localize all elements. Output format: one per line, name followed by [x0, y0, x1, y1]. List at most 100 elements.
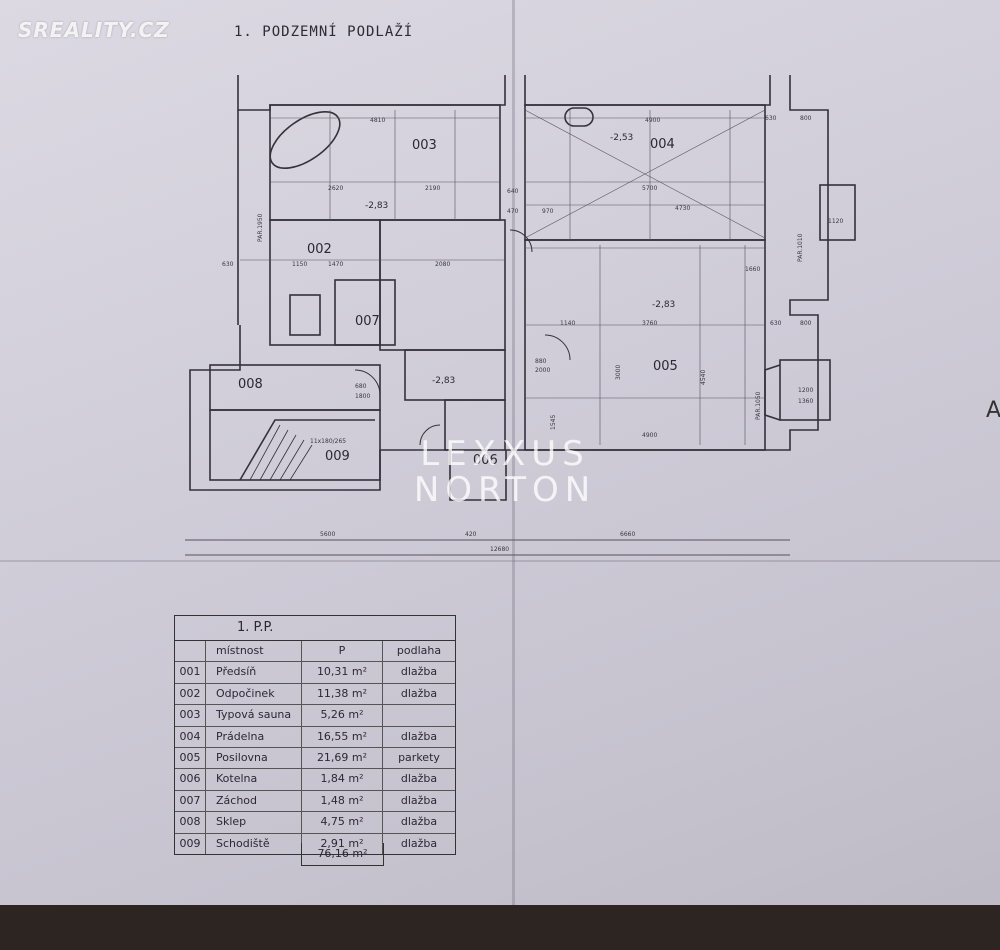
- table-row: 004 Prádelna 16,55 m² dlažba: [175, 726, 455, 748]
- level-label: -2,83: [365, 201, 388, 211]
- room-name: Předsíň: [206, 662, 302, 683]
- room-floor: dlažba: [400, 793, 438, 807]
- dim-label: 1140: [560, 320, 575, 327]
- room-floor: dlažba: [400, 815, 438, 829]
- dim-label: 800: [800, 320, 812, 327]
- room-name: Prádelna: [206, 726, 302, 747]
- table-row: 006 Kotelna 1,84 m² dlažba: [175, 769, 455, 791]
- room-area: 1,84 m²: [302, 769, 383, 790]
- dim-label: 1360: [798, 398, 813, 405]
- table-row: 008 Sklep 4,75 m² dlažba: [175, 812, 455, 834]
- room-floor: parkety: [398, 750, 440, 764]
- dim-label: 1800: [355, 393, 370, 400]
- room-name: Kotelna: [206, 769, 302, 790]
- dim-label: 630: [222, 261, 234, 268]
- dim-label: 2000: [535, 367, 550, 374]
- sheet-title: 1. PODZEMNÍ PODLAŽÍ: [234, 24, 414, 40]
- header-area: P: [302, 641, 383, 662]
- dim-label: PAR.1950: [257, 213, 264, 242]
- room-name: Posilovna: [206, 747, 302, 769]
- room-table: 1. P.P. místnost P podlaha 001 Předsíň 1…: [174, 615, 456, 855]
- header-floor: podlaha: [396, 644, 442, 657]
- room-floor: dlažba: [400, 686, 438, 700]
- table-row: 001 Předsíň 10,31 m² dlažba: [175, 662, 455, 684]
- dim-label: 1150: [292, 261, 307, 268]
- dim-label: 1200: [798, 387, 813, 394]
- room-floor: dlažba: [400, 836, 438, 850]
- level-label: -2,83: [432, 376, 455, 386]
- row-number: 003: [175, 705, 206, 726]
- room-floor: dlažba: [400, 665, 438, 679]
- room-area: 16,55 m²: [302, 726, 383, 747]
- room-004-label: 004: [650, 137, 675, 152]
- table-title: 1. P.P.: [175, 616, 455, 641]
- row-number: 006: [175, 769, 206, 790]
- table-row: 009 Schodiště 2,91 m² dlažba: [175, 833, 455, 854]
- header-no: [175, 641, 206, 662]
- room-005-label: 005: [653, 359, 678, 374]
- table-row: 005 Posilovna 21,69 m² parkety: [175, 747, 455, 770]
- room-name: Schodiště: [206, 833, 302, 854]
- dim-label: 800: [800, 115, 812, 122]
- room-area: 21,69 m²: [302, 747, 383, 769]
- dim-label: 680: [355, 383, 367, 390]
- dim-label: 2190: [425, 185, 440, 192]
- room-floor: dlažba: [400, 729, 438, 743]
- room-003-label: 003: [412, 138, 437, 153]
- row-number: 008: [175, 812, 206, 833]
- dim-label: 6660: [620, 531, 635, 538]
- brand-watermark-line2: NORTON: [413, 470, 597, 510]
- room-009-label: 009: [325, 449, 350, 464]
- dim-label: PAR.1050: [755, 391, 762, 420]
- room-name: Sklep: [206, 812, 302, 833]
- sreality-watermark: SREALITY.CZ: [18, 18, 170, 42]
- room-floor: dlažba: [400, 772, 438, 786]
- level-label: -2,83: [652, 300, 675, 310]
- dim-label: 630: [765, 115, 777, 122]
- dim-label: 470: [507, 208, 519, 215]
- floor-plan: 002 003 004 005 006 007 008 009 -2,83 -2…: [185, 75, 856, 556]
- dim-label: 4540: [700, 370, 707, 385]
- brand-watermark-line1: LEXXUS: [420, 434, 590, 474]
- dim-label: 3760: [642, 320, 657, 327]
- room-006-label: 006: [473, 453, 498, 468]
- table-row: 003 Typová sauna 5,26 m²: [175, 705, 455, 727]
- level-label: -2,53: [610, 133, 633, 143]
- edge-letter: A: [986, 398, 1000, 423]
- room-name: Typová sauna: [206, 705, 302, 726]
- room-name: Odpočinek: [206, 683, 302, 705]
- dim-label: 1545: [550, 415, 557, 430]
- dim-label: 4810: [370, 117, 385, 124]
- room-008-label: 008: [238, 377, 263, 392]
- row-number: 007: [175, 790, 206, 812]
- room-floor: [383, 705, 455, 725]
- room-area: 10,31 m²: [302, 662, 383, 683]
- table-total: 76,16 m²: [301, 843, 384, 866]
- table-row: 007 Záchod 1,48 m² dlažba: [175, 790, 455, 813]
- dim-label: 5700: [642, 185, 657, 192]
- table-surface: [0, 905, 1000, 950]
- room-name: Záchod: [206, 790, 302, 812]
- dim-label: 1470: [328, 261, 343, 268]
- room-area: 5,26 m²: [302, 705, 383, 726]
- row-number: 005: [175, 747, 206, 769]
- dim-label: 630: [770, 320, 782, 327]
- room-area: 1,48 m²: [302, 790, 383, 812]
- table-header-row: místnost P podlaha: [175, 641, 455, 663]
- dim-label: 3000: [615, 365, 622, 380]
- dim-label: 2620: [328, 185, 343, 192]
- brand-watermark: LEXXUS NORTON: [370, 436, 640, 508]
- room-002-label: 002: [307, 242, 332, 257]
- room-area: 4,75 m²: [302, 812, 383, 833]
- dim-label: 970: [542, 208, 554, 215]
- paper-fold-vertical: [512, 0, 515, 950]
- room-007-label: 007: [355, 314, 380, 329]
- dim-label: 12680: [490, 546, 509, 553]
- stair-label: 11x180/265: [310, 438, 346, 445]
- dim-label: 5600: [320, 531, 335, 538]
- dim-label: 4900: [645, 117, 660, 124]
- dim-label: 420: [465, 531, 477, 538]
- row-number: 002: [175, 683, 206, 705]
- paper-fold-horizontal: [0, 560, 1000, 562]
- dim-label: 1120: [828, 218, 843, 225]
